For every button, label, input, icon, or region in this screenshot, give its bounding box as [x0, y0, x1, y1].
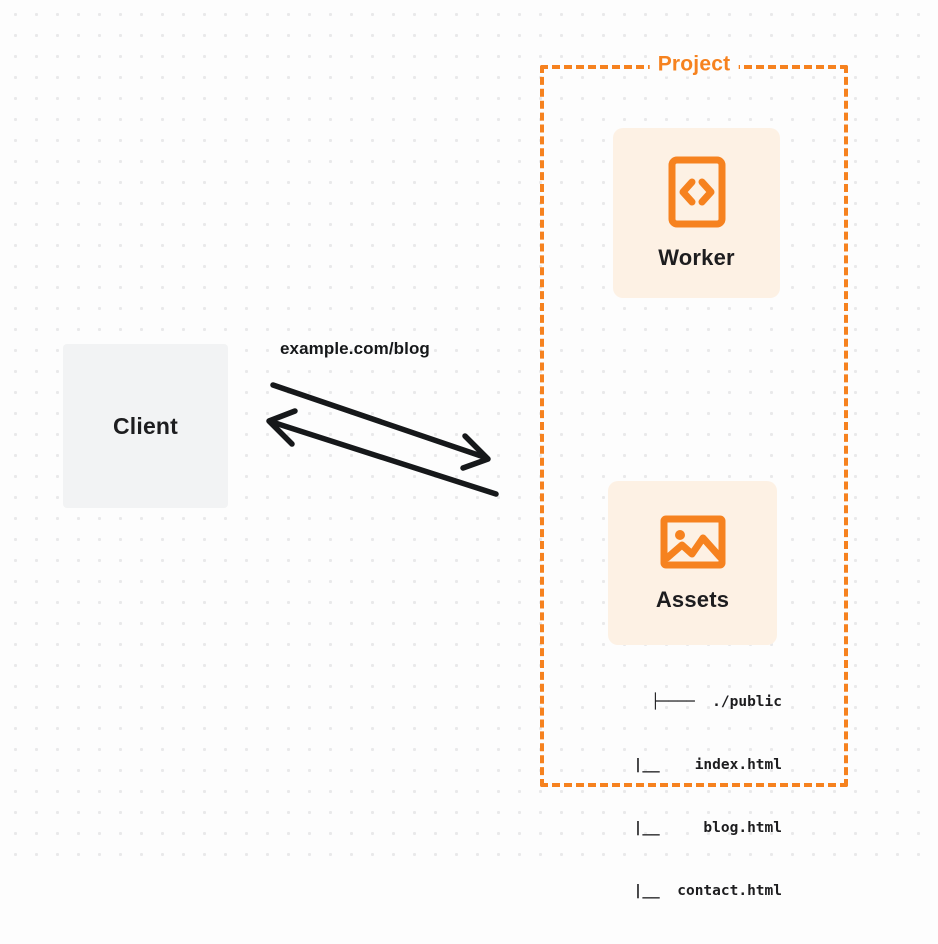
project-title: Project	[649, 52, 739, 77]
client-label: Client	[112, 412, 179, 439]
request-url-label: example.com/blog	[280, 339, 430, 358]
worker-label: Worker	[658, 244, 735, 270]
tree-line-root: ├──── ./public	[651, 694, 782, 710]
image-icon	[660, 513, 726, 576]
diagram-canvas: Client example.com/blog Project Worker	[0, 0, 938, 899]
request-arrow-icon	[270, 382, 491, 471]
assets-label: Assets	[655, 587, 730, 612]
code-brackets-icon	[668, 156, 726, 233]
assets-card[interactable]: Assets	[608, 481, 777, 645]
assets-file-tree: ├──── ./public |__ index.html |__ blog.h…	[586, 650, 782, 944]
client-node: Client	[63, 344, 228, 508]
tree-line-blog: |__ blog.html	[616, 820, 782, 836]
tree-line-contact: |__ contact.html	[616, 883, 782, 899]
tree-line-index: |__ index.html	[616, 757, 782, 773]
worker-card[interactable]: Worker	[613, 128, 780, 298]
response-arrow-icon	[266, 408, 499, 497]
project-container: Project	[540, 52, 848, 787]
